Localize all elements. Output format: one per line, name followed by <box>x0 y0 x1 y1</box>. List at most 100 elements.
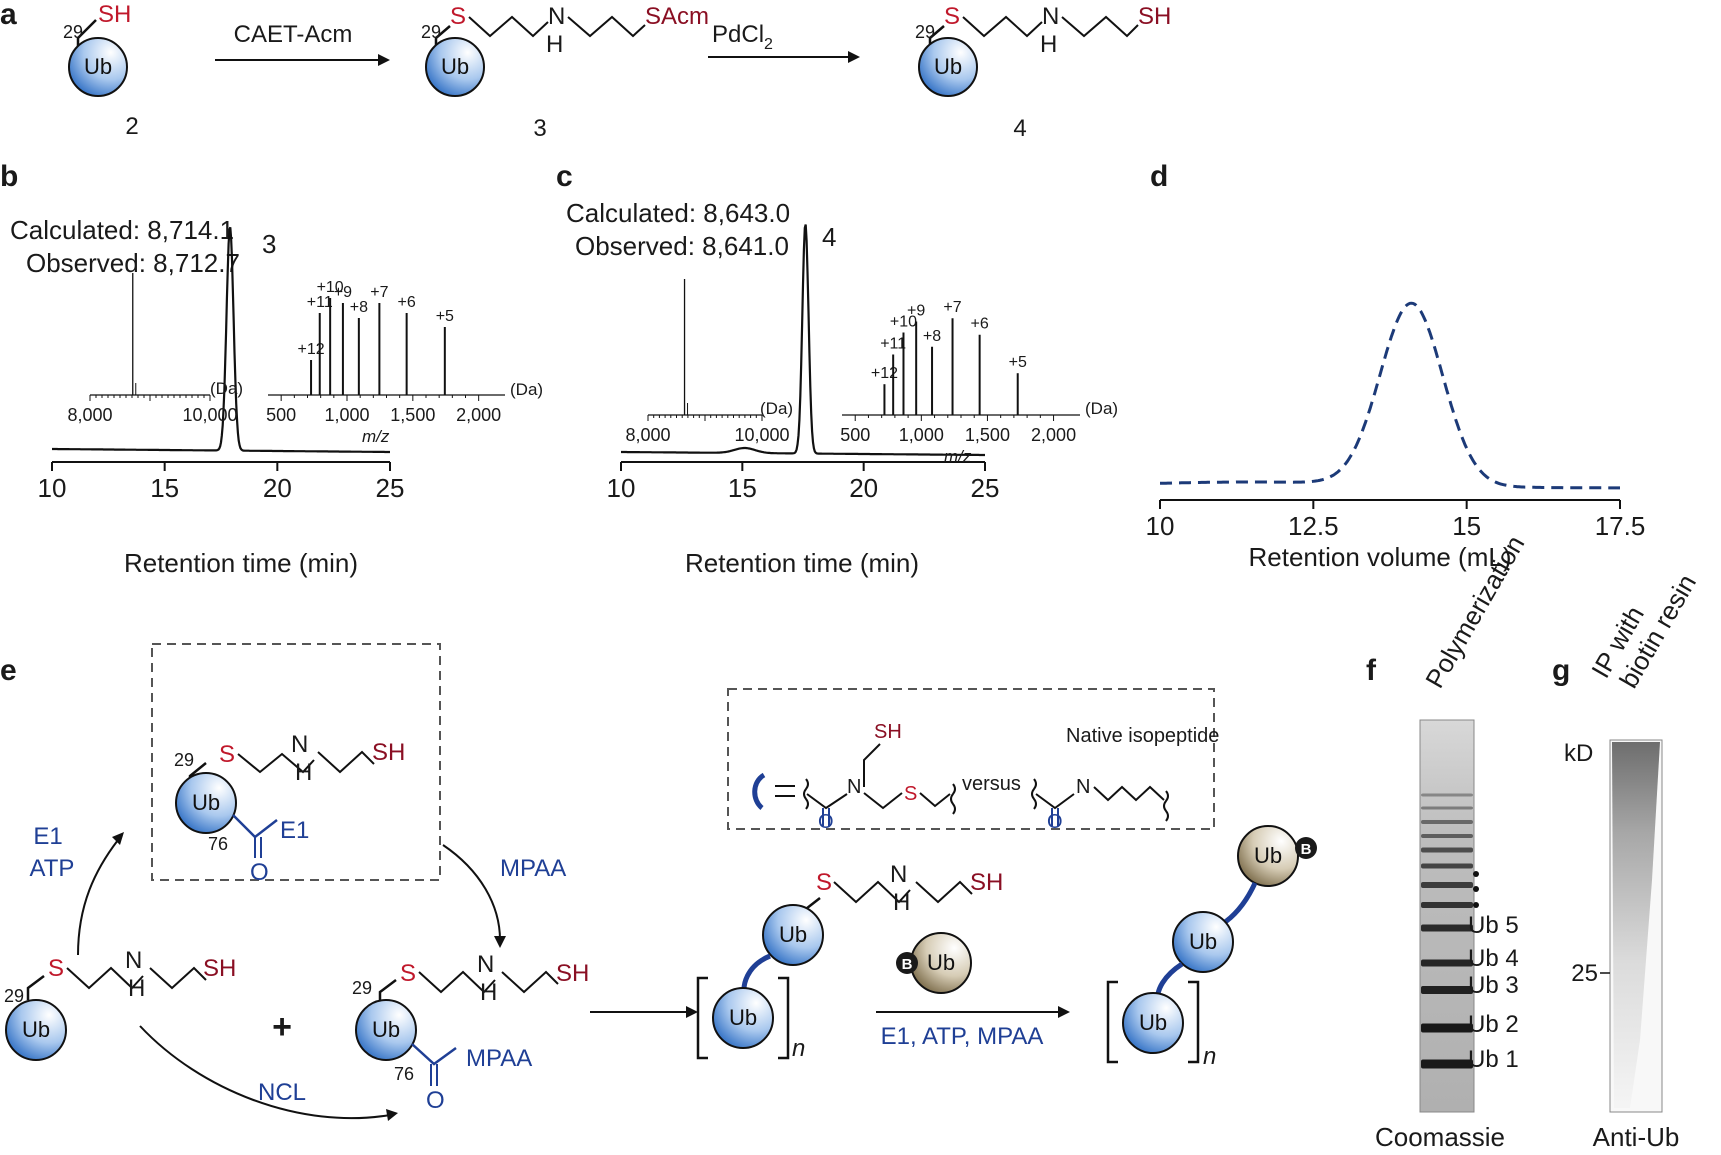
sh-label: SH <box>98 1 131 28</box>
charge-state-label: +10 <box>317 279 344 296</box>
pos-29-label: 29 <box>4 986 24 1006</box>
arrow-head <box>1058 1006 1070 1018</box>
arrow-head <box>378 54 390 66</box>
panel-label-f: f <box>1366 654 1377 687</box>
reagent-caet-acm: CAET-Acm <box>234 21 353 48</box>
panel-label-e: e <box>0 654 17 687</box>
label-mpaa-arrow: MPAA <box>500 855 566 882</box>
inset-tick-label: 8,000 <box>625 425 670 445</box>
tick-label: 15 <box>728 473 757 503</box>
pos-29-label: 29 <box>352 978 372 998</box>
o-label: O <box>818 811 834 833</box>
chromatogram-trace-c <box>621 224 985 457</box>
s-label: S <box>48 955 64 982</box>
panel-b: b Calculated: 8,714.1 Observed: 8,712.7 … <box>0 160 543 578</box>
panel-f: f Polymerization Ub 5 Ub 4 Ub 3 Ub 2 Ub … <box>1366 530 1530 1152</box>
biotin-capped-polymer: Ub B Ub Ub n <box>1106 825 1317 1070</box>
charge-state-label: +9 <box>907 303 925 320</box>
sh-label: SH <box>556 960 589 987</box>
charge-state-label: +7 <box>943 299 961 316</box>
inset-tick-label: 10,000 <box>734 425 789 445</box>
charge-state-label: +12 <box>871 365 898 382</box>
h-label: H <box>480 979 497 1006</box>
biotin-label: B <box>902 956 913 973</box>
biotin-icon <box>896 952 918 974</box>
gel-band <box>1421 986 1473 994</box>
gel-f-band-label-ub1: Ub 1 <box>1468 1046 1519 1073</box>
tick-label: 15 <box>1452 511 1481 541</box>
charge-state-label: +6 <box>971 316 989 333</box>
plus-sign: + <box>272 1008 292 1046</box>
subscript-n: n <box>1203 1043 1216 1070</box>
ub-polymer-n: S N H SH Ub Ub n <box>696 861 1003 1062</box>
gel-band <box>1421 793 1473 797</box>
tick-label: 25 <box>971 473 1000 503</box>
ub-circle <box>1172 911 1234 973</box>
arrow-ncl <box>139 1025 391 1120</box>
ub-circle <box>1122 992 1184 1054</box>
calculated-mass: Calculated: 8,714.1 <box>10 215 234 245</box>
panel-g: g IP with biotin resin kD 25 Anti-Ub <box>1552 569 1702 1152</box>
bracket-right <box>1188 980 1200 1064</box>
tick-label: 15 <box>150 473 179 503</box>
gel-f-band-label-ub2: Ub 2 <box>1468 1011 1519 1038</box>
compound-2: 29 SH Ub 2 <box>63 1 139 140</box>
mpaa-label: MPAA <box>466 1045 532 1072</box>
s-label: S <box>944 3 960 30</box>
label-e1-atp-mpaa: E1, ATP, MPAA <box>881 1023 1044 1050</box>
arrow-mpaa <box>442 844 501 941</box>
dot-marker <box>1473 886 1479 892</box>
polymer-linkage-symbol <box>752 772 766 810</box>
s-label: S <box>219 741 235 768</box>
s-label: S <box>904 783 917 805</box>
x-axis-label-b: Retention time (min) <box>124 548 358 578</box>
gel-f-band-label-ub3: Ub 3 <box>1468 972 1519 999</box>
gel-g-smear <box>1612 742 1660 1108</box>
o-label: O <box>1047 811 1063 833</box>
ub-label: Ub <box>779 922 807 947</box>
gel-band <box>1421 902 1473 908</box>
arrow-head <box>686 1006 698 1018</box>
ub-caet-monomer: 29 S N H SH Ub <box>4 947 236 1061</box>
arrow-e1-atp <box>77 839 119 956</box>
pos-29-label: 29 <box>915 22 935 42</box>
tick-label: 10 <box>607 473 636 503</box>
gel-g-footer: Anti-Ub <box>1593 1122 1680 1152</box>
arrow-head <box>386 1109 398 1121</box>
inset-xlabel: m/z <box>944 447 972 466</box>
tick-label: 20 <box>849 473 878 503</box>
panel-e: e 29 S N H SH Ub O 76 E1 E1 ATP <box>0 643 1317 1121</box>
gel-band <box>1421 882 1473 888</box>
x-axis-label-c: Retention time (min) <box>685 548 919 578</box>
compound-3: 29 S N H SAcm Ub 3 <box>421 3 709 142</box>
tick-label: 20 <box>263 473 292 503</box>
inset-unit: (Da) <box>210 379 243 398</box>
charge-state-label: +9 <box>334 284 352 301</box>
e1-thioester-intermediate: 29 S N H SH Ub O 76 E1 <box>174 731 405 886</box>
inset-xlabel: m/z <box>362 427 390 446</box>
inset-unit: (Da) <box>510 380 543 399</box>
ub-label: Ub <box>934 54 962 79</box>
ub-circle <box>918 37 978 97</box>
ub-label: Ub <box>1189 929 1217 954</box>
calculated-mass: Calculated: 8,643.0 <box>566 198 790 228</box>
ub-circle <box>712 987 774 1049</box>
x-axis-label-d: Retention volume (mL) <box>1249 542 1512 572</box>
inset-tick-label: 2,000 <box>456 405 501 425</box>
charge-state-label: +11 <box>307 294 333 311</box>
pos-76-label: 76 <box>208 834 228 854</box>
pos-29-label: 29 <box>63 22 83 42</box>
chromatogram-trace-b <box>52 226 390 454</box>
n-label: N <box>548 3 565 30</box>
gel-band <box>1421 863 1473 869</box>
sh-label: SH <box>874 721 902 743</box>
panel-label-c: c <box>556 160 573 193</box>
gel-band <box>1421 847 1473 853</box>
sh-label: SH <box>970 869 1003 896</box>
